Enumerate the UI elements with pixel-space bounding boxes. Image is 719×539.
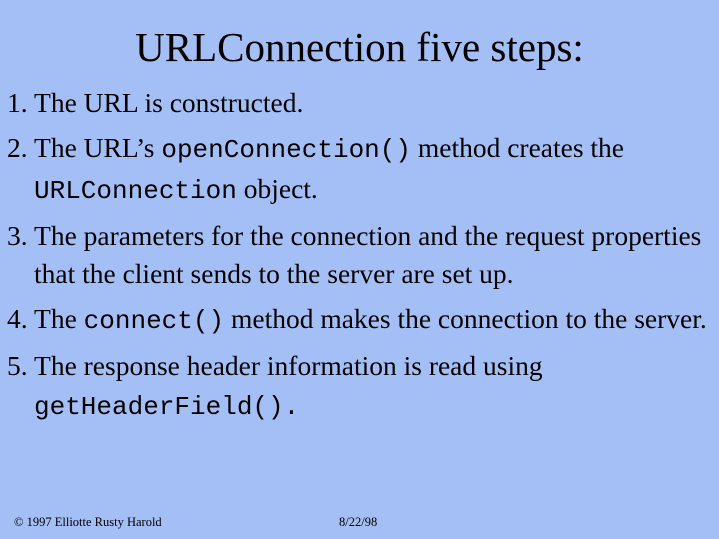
step-number: 1. [7, 87, 28, 118]
step-text: The URL’s [34, 132, 155, 163]
step-3: 3. The parameters for the connection and… [7, 217, 712, 294]
code-get-header-field: getHeaderField(). [34, 391, 300, 422]
footer-date: 8/22/98 [339, 515, 378, 529]
footer-copyright: © 1997 Elliotte Rusty Harold [14, 515, 162, 529]
step-4: 4. The connect() method makes the connec… [7, 300, 712, 341]
step-text: object. [243, 172, 318, 204]
step-text: The parameters for the connection and th… [34, 219, 702, 290]
steps-list: 1. The URL is constructed. 2. The URL’s … [7, 84, 712, 433]
step-text: The URL is constructed. [34, 87, 304, 118]
step-number: 2. [7, 132, 28, 163]
step-text: The response header information is read … [34, 350, 543, 381]
code-open-connection: openConnection() [161, 135, 411, 165]
code-urlconnection: URLConnection [34, 175, 237, 206]
step-number: 5. [7, 350, 28, 381]
step-2: 2. The URL’s openConnection() method cre… [7, 129, 712, 210]
slide-title: URLConnection five steps: [135, 24, 584, 70]
code-connect: connect() [83, 306, 225, 336]
step-text: method creates the [417, 132, 625, 163]
step-number: 3. [7, 219, 28, 251]
step-5: 5. The response header information is re… [7, 347, 712, 426]
step-text: method makes the connection to the serve… [230, 303, 707, 334]
step-1: 1. The URL is constructed. [7, 84, 712, 123]
step-number: 4. [7, 303, 28, 334]
step-text: The [34, 303, 77, 334]
